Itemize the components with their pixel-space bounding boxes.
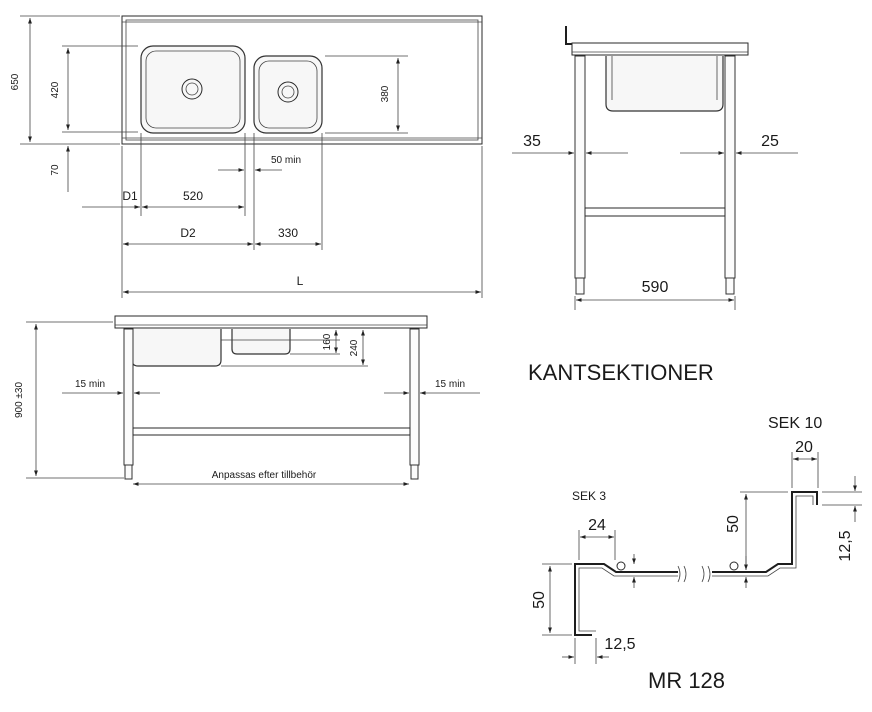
front-view: 900 ±30 160 240 15 min 15 min Anpassas e… <box>14 315 480 486</box>
dim-900: 900 ±30 <box>14 382 25 419</box>
side-crossbar <box>584 207 726 217</box>
dim-length-l: L <box>297 274 304 288</box>
sek10-dim-50: 50 <box>725 515 742 533</box>
sek10-dim-12-5: 12,5 <box>837 530 854 561</box>
front-leg-left <box>123 328 134 466</box>
side-view: 35 25 590 <box>512 26 798 310</box>
sek3-dim-50: 50 <box>531 591 548 609</box>
dim-d2: D2 <box>180 226 196 240</box>
top-view: 650 420 70 380 50 min D1 520 D2 330 L <box>10 15 483 298</box>
large-bowl-drain <box>181 78 203 100</box>
front-large-bowl <box>131 329 222 367</box>
small-bowl-drain <box>277 81 299 103</box>
sek10-profile <box>712 491 818 573</box>
dim-650: 650 <box>10 73 21 90</box>
side-bowl <box>605 56 724 112</box>
dim-330: 330 <box>278 226 298 240</box>
sections-title: KANTSEKTIONER <box>528 360 714 385</box>
side-leg-left <box>574 55 586 279</box>
dim-380: 380 <box>380 85 391 102</box>
section-sek3: SEK 3 24 50 12,5 MR 128 <box>531 489 725 693</box>
dim-420: 420 <box>50 81 61 98</box>
sek3-dim-12-5: 12,5 <box>604 636 635 653</box>
sink-top-outline <box>121 15 483 145</box>
dim-25: 25 <box>761 133 779 150</box>
large-bowl <box>140 45 246 134</box>
dim-70: 70 <box>50 164 61 176</box>
model-label: MR 128 <box>648 668 725 693</box>
sek10-dim-20: 20 <box>795 439 813 456</box>
side-worktop <box>571 42 749 56</box>
sek3-profile <box>574 563 678 636</box>
sek10-label: SEK 10 <box>768 415 822 432</box>
front-small-bowl <box>231 329 291 355</box>
dim-d1: D1 <box>122 189 138 203</box>
section-sek10: SEK 10 20 50 12,5 <box>701 415 862 588</box>
dim-anpassas: Anpassas efter tillbehör <box>212 470 317 481</box>
front-leg-right <box>409 328 420 466</box>
sek3-label: SEK 3 <box>572 489 606 503</box>
dim-15-min-left: 15 min <box>75 379 105 390</box>
side-leg-right <box>724 55 736 279</box>
front-worktop <box>114 315 428 329</box>
front-crossbar <box>132 427 411 436</box>
dim-240: 240 <box>349 339 360 356</box>
dim-35: 35 <box>523 133 541 150</box>
dim-520: 520 <box>183 189 203 203</box>
dim-160: 160 <box>322 333 333 350</box>
dim-15-min-right: 15 min <box>435 379 465 390</box>
sek3-dim-24: 24 <box>588 517 606 534</box>
small-bowl <box>253 55 323 134</box>
dim-50-min: 50 min <box>271 155 301 166</box>
dim-590: 590 <box>642 279 669 296</box>
